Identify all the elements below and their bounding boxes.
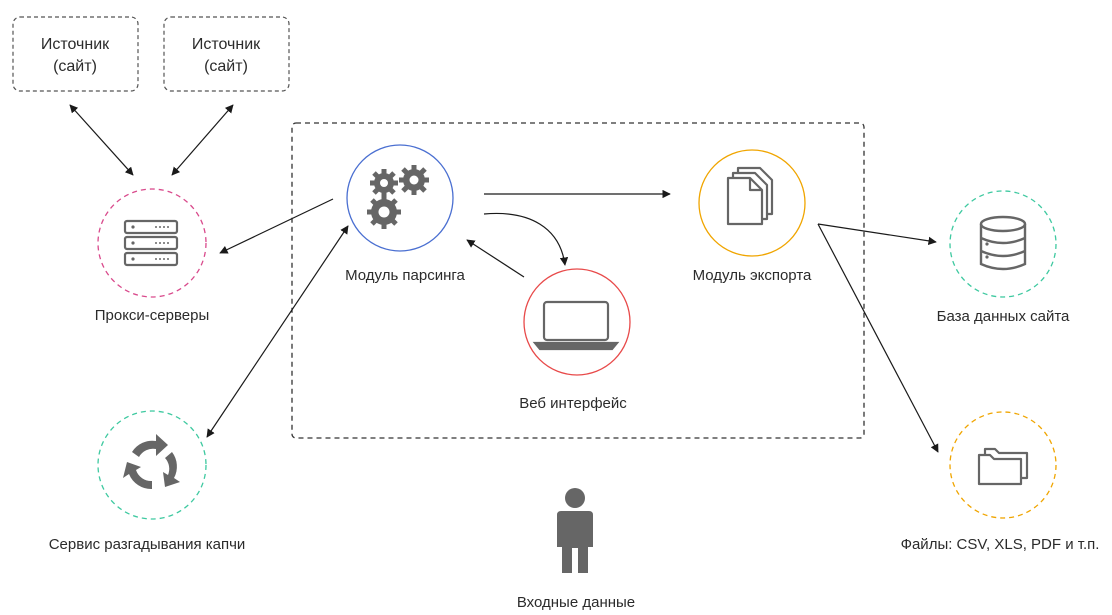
database-circle [949, 190, 1057, 298]
files-circle [949, 411, 1057, 519]
arrow-source1-proxy [69, 104, 134, 176]
gears-icon [367, 165, 429, 229]
person-icon [557, 488, 593, 573]
arrow-web-parsing [466, 239, 525, 278]
folders-icon [977, 447, 1029, 486]
arrow-parsing-captcha [206, 225, 349, 438]
source-2-label-line2: (сайт) [204, 58, 248, 75]
parsing-circle [346, 144, 454, 252]
files-label: Файлы: CSV, XLS, PDF и т.п. [901, 536, 1100, 553]
parsing-label: Модуль парсинга [345, 267, 465, 284]
web-circle [523, 268, 631, 376]
arrow-parsing-proxy [219, 198, 334, 254]
export-circle [698, 149, 806, 257]
laptop-icon [532, 300, 620, 351]
database-icon [979, 215, 1027, 271]
captcha-node: Сервис разгадывания капчи [49, 410, 246, 553]
captcha-label: Сервис разгадывания капчи [49, 536, 246, 553]
database-label: База данных сайта [937, 308, 1070, 325]
export-label: Модуль экспорта [693, 267, 812, 284]
recycle-icon [123, 434, 180, 490]
input-label: Входные данные [517, 594, 635, 611]
arrow-export-database [817, 223, 937, 246]
proxy-label: Прокси-серверы [95, 307, 210, 324]
database-node: База данных сайта [937, 190, 1070, 325]
web-label: Веб интерфейс [519, 395, 627, 412]
captcha-circle [97, 410, 207, 520]
source-2-label-line1: Источник [192, 36, 261, 53]
input-node: Входные данные [517, 488, 635, 611]
source-node-2: Источник (сайт) [163, 16, 290, 92]
arrow-export-files [817, 223, 939, 453]
source-1-label-line1: Источник [41, 36, 110, 53]
parsing-node: Модуль парсинга [345, 144, 466, 284]
proxy-circle [97, 188, 207, 298]
proxy-node: Прокси-серверы [95, 188, 210, 324]
arrow-parsing-web [483, 212, 569, 266]
arrow-source2-proxy [171, 104, 234, 176]
connector-arrows [69, 104, 939, 453]
files-node: Файлы: CSV, XLS, PDF и т.п. [901, 411, 1100, 553]
source-node-1: Источник (сайт) [12, 16, 139, 92]
server-icon [123, 219, 179, 267]
web-interface-node: Веб интерфейс [519, 268, 631, 412]
source-1-label-line2: (сайт) [53, 58, 97, 75]
export-node: Модуль экспорта [693, 149, 812, 284]
documents-icon [726, 166, 774, 226]
